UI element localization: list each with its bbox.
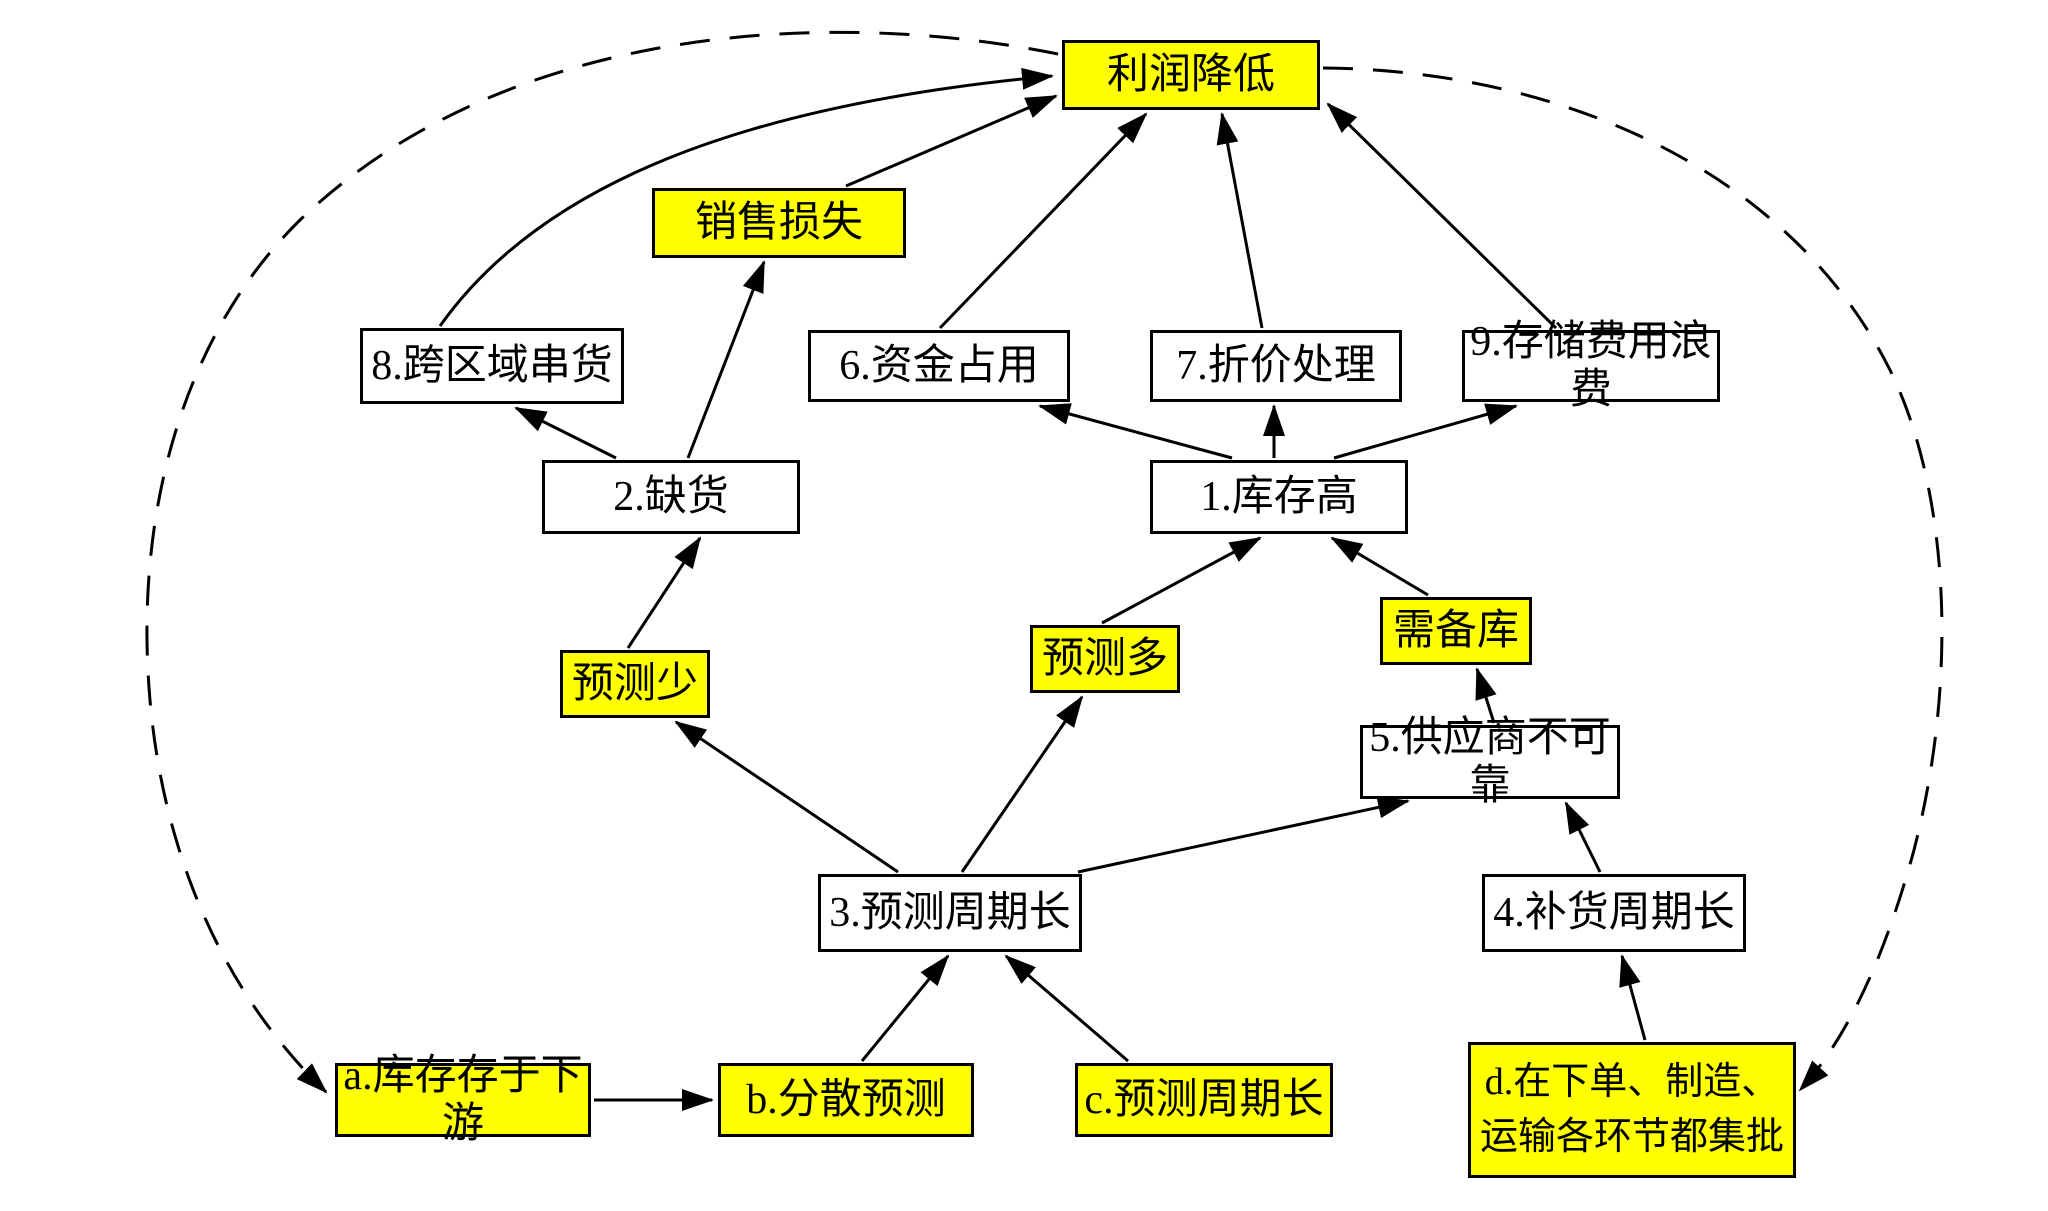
node-5-unreliable-supplier: 5.供应商不可靠 bbox=[1360, 715, 1620, 809]
node-8-cross-region-transfer: 8.跨区域串货 bbox=[360, 328, 624, 404]
edge-n3-to-n5 bbox=[1077, 796, 1410, 874]
node-1-high-inventory: 1.库存高 bbox=[1150, 460, 1408, 534]
node-need-reserve-stock: 需备库 bbox=[1380, 597, 1532, 665]
edge-n7-to-profit bbox=[1216, 112, 1264, 329]
node-profit-decrease: 利润降低 bbox=[1062, 40, 1320, 110]
edge-c-to-n3 bbox=[1004, 954, 1129, 1063]
edge-sales-loss-to-profit bbox=[845, 94, 1058, 188]
node-9-storage-cost-waste: 9.存储费用浪费 bbox=[1462, 319, 1720, 413]
node-3-long-forecast-cycle: 3.预测周期长 bbox=[818, 874, 1082, 952]
node-6-capital-occupation: 6.资金占用 bbox=[808, 330, 1070, 402]
node-forecast-less: 预测少 bbox=[560, 650, 710, 718]
node-d-batching-all-stages: d.在下单、制造、 运输各环节都集批 bbox=[1468, 1042, 1796, 1178]
node-sales-loss: 销售损失 bbox=[652, 188, 906, 258]
edge-n1-to-n6 bbox=[1038, 403, 1233, 460]
edge-n8-to-profit bbox=[438, 67, 1054, 327]
edge-profit-to-a-feedback bbox=[145, 30, 1059, 1094]
node-2-stockout: 2.缺货 bbox=[542, 460, 800, 534]
edge-n4-to-n5 bbox=[1564, 801, 1602, 873]
node-forecast-more: 预测多 bbox=[1030, 625, 1180, 693]
edge-n2-to-n8 bbox=[514, 406, 617, 460]
node-a-inventory-downstream: a.库存存于下游 bbox=[335, 1053, 591, 1147]
edge-n6-to-profit bbox=[938, 112, 1148, 330]
node-7-discount-disposal: 7.折价处理 bbox=[1150, 330, 1402, 402]
edge-profit-to-d-feedback bbox=[1322, 66, 1944, 1092]
edge-n2-to-sales-loss bbox=[686, 260, 766, 459]
node-b-dispersed-forecast: b.分散预测 bbox=[718, 1063, 974, 1137]
edge-n3-to-forecast-more bbox=[960, 695, 1084, 873]
node-c-long-forecast-cycle: c.预测周期长 bbox=[1075, 1063, 1333, 1137]
node-4-long-replenishment-cycle: 4.补货周期长 bbox=[1482, 874, 1746, 952]
edge-n9-to-profit bbox=[1326, 102, 1558, 330]
edge-forecast-less-to-n2 bbox=[626, 536, 702, 649]
edge-need-reserve-to-n1 bbox=[1330, 536, 1429, 597]
edge-n5-to-need-reserve bbox=[1475, 667, 1497, 724]
edge-n1-to-n9 bbox=[1333, 403, 1518, 460]
edge-n3-to-forecast-less bbox=[674, 720, 899, 874]
edge-b-to-n3 bbox=[860, 954, 950, 1062]
edge-forecast-more-to-n1 bbox=[1101, 536, 1262, 625]
edge-d-to-n4 bbox=[1619, 954, 1647, 1041]
